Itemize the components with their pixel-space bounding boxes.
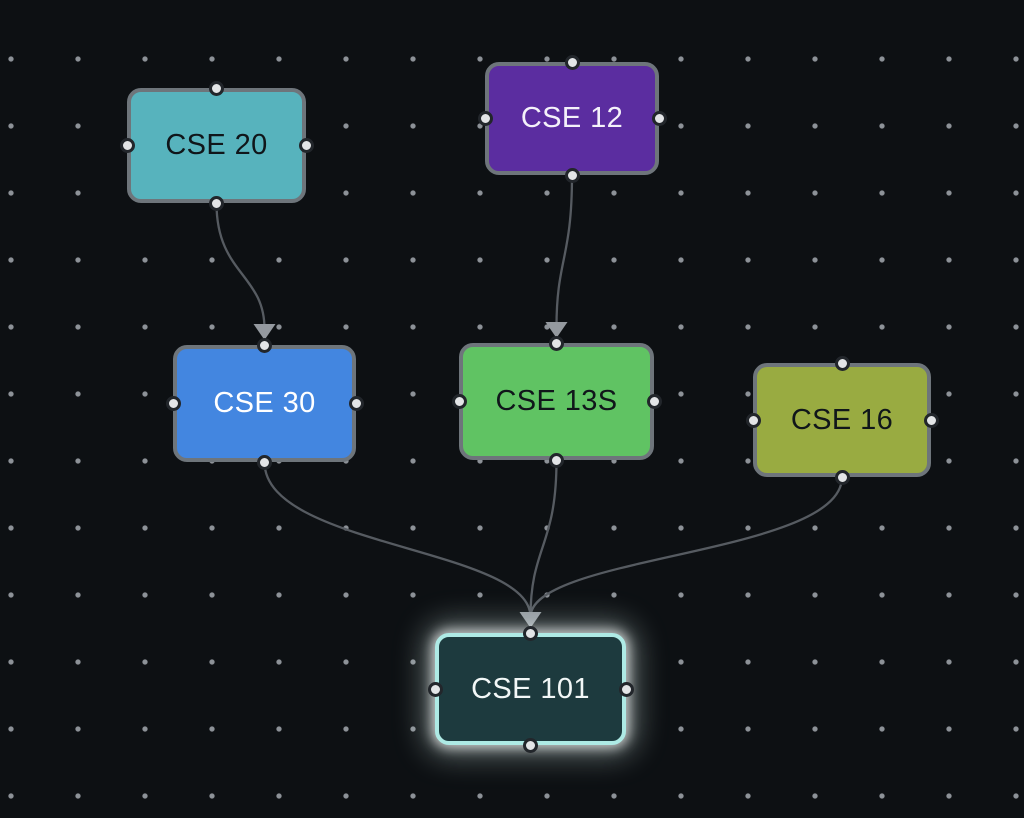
- node-label: CSE 20: [165, 129, 268, 161]
- edge-cse16-cse101[interactable]: [529, 476, 844, 618]
- top-handle[interactable]: [209, 80, 224, 96]
- left-handle[interactable]: [451, 394, 467, 409]
- node-cse13s[interactable]: CSE 13S: [451, 335, 662, 468]
- top-handle[interactable]: [549, 335, 564, 351]
- right-handle[interactable]: [646, 394, 662, 409]
- top-handle[interactable]: [564, 54, 580, 70]
- top-handle[interactable]: [523, 625, 538, 641]
- bottom-handle[interactable]: [523, 737, 538, 753]
- node-cse16[interactable]: CSE 16: [745, 355, 939, 485]
- right-handle[interactable]: [618, 681, 634, 697]
- right-handle[interactable]: [348, 396, 364, 411]
- left-handle[interactable]: [745, 412, 761, 428]
- node-label: CSE 101: [471, 672, 590, 705]
- node-cse30[interactable]: CSE 30: [165, 337, 364, 470]
- left-handle[interactable]: [119, 138, 135, 153]
- node-cse101[interactable]: CSE 101: [427, 625, 634, 753]
- bottom-handle[interactable]: [209, 195, 224, 211]
- bottom-handle[interactable]: [257, 454, 272, 470]
- left-handle[interactable]: [477, 111, 493, 126]
- right-handle[interactable]: [923, 412, 939, 428]
- edge-arrowhead: [253, 324, 276, 340]
- right-handle[interactable]: [651, 111, 667, 126]
- node-cse12[interactable]: CSE 12: [477, 54, 667, 183]
- node-label: CSE 30: [213, 387, 316, 419]
- edge-cse30-cse101[interactable]: [263, 461, 532, 618]
- bottom-handle[interactable]: [549, 452, 564, 468]
- node-label: CSE 12: [520, 102, 624, 134]
- node-label: CSE 16: [790, 403, 894, 436]
- node-label: CSE 13S: [495, 385, 618, 417]
- bottom-handle[interactable]: [834, 469, 850, 485]
- edge-cse13s-cse101[interactable]: [529, 459, 558, 618]
- bottom-handle[interactable]: [564, 167, 580, 183]
- left-handle[interactable]: [427, 681, 443, 697]
- edge-cse20-cse30[interactable]: [215, 202, 266, 330]
- node-cse20[interactable]: CSE 20: [119, 80, 314, 211]
- left-handle[interactable]: [165, 396, 181, 411]
- top-handle[interactable]: [834, 355, 850, 371]
- edge-cse12-cse13s[interactable]: [555, 174, 574, 328]
- top-handle[interactable]: [257, 337, 272, 353]
- right-handle[interactable]: [298, 138, 314, 153]
- edge-arrowhead: [545, 322, 568, 338]
- edge-arrowhead: [519, 612, 542, 628]
